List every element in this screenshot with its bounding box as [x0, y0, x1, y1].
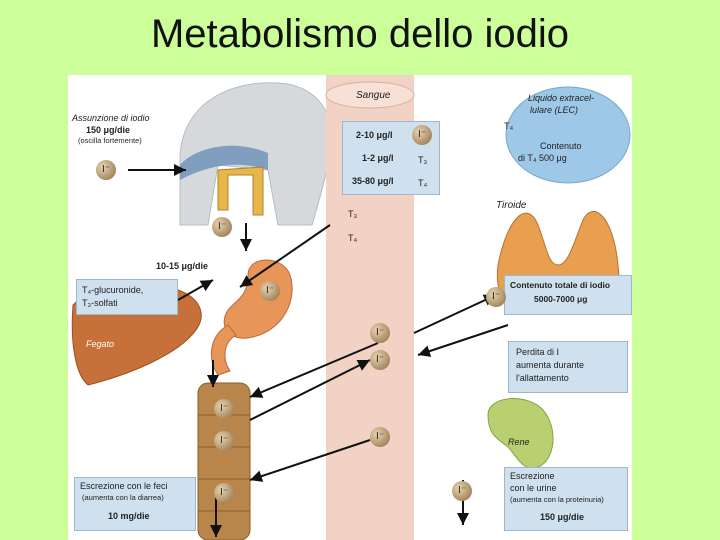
lec-content-line1: Contenuto	[540, 141, 582, 151]
slide-title: Metabolismo dello iodio	[150, 12, 569, 56]
liver-metabolite-line2: T₃-solfati	[82, 298, 118, 308]
blood-vessel-top	[325, 81, 415, 109]
lactation-line3: l'allattamento	[516, 373, 569, 383]
blood-i-concentration: 2-10 μg/l	[356, 130, 393, 140]
iodide-ion-intestine-2: I⁻	[214, 431, 234, 451]
iodide-ion-throat: I⁻	[212, 217, 232, 237]
intake-note: (oscilla fortemente)	[78, 136, 142, 145]
intestine	[197, 382, 251, 540]
blood-t3-concentration: 1-2 μg/l	[362, 153, 394, 163]
feces-line1: Escrezione con le feci	[80, 481, 168, 491]
intake-title: Assunzione di iodio	[72, 113, 150, 123]
thyroid-label: Tiroide	[496, 200, 527, 211]
liver-metabolites-box	[76, 279, 178, 315]
iodide-ion-intestine-3: I⁻	[214, 483, 234, 503]
t4-symbol-vessel: T₄	[348, 233, 358, 243]
iodide-ion-thyroid: I⁻	[486, 287, 506, 307]
t4-symbol-lec: T₄	[504, 121, 514, 131]
urine-line4: 150 μg/die	[540, 512, 585, 522]
lec-oval	[505, 86, 631, 184]
thyroid-content-line1: Contenuto totale di iodio	[510, 280, 611, 290]
liver-metabolite-line1: T₄-glucuronide,	[82, 285, 144, 295]
iodide-ion-intestine-1: I⁻	[214, 399, 234, 419]
iodide-ion-vessel-2: I⁻	[370, 350, 390, 370]
feces-line2: (aumenta con la diarrea)	[82, 493, 164, 502]
lactation-line1: Perdita di I	[516, 347, 560, 357]
liver-label: Fegato	[86, 339, 115, 349]
iodide-ion-vessel-1: I⁻	[370, 323, 390, 343]
iodine-metabolism-figure: Assunzione di iodio 150 μg/die (oscilla …	[68, 75, 632, 540]
feces-excretion-box	[74, 477, 196, 531]
stomach	[223, 259, 293, 339]
lec-content-line2: di T₄ 500 μg	[518, 153, 567, 163]
urine-line3: (aumenta con la proteinuria)	[510, 495, 604, 504]
kidney-label: Rene	[508, 437, 530, 447]
flow-arrows	[128, 164, 509, 537]
lactation-box	[508, 341, 628, 393]
urine-line2: con le urine	[510, 483, 557, 493]
iodide-ion-urine: I⁻	[452, 481, 472, 501]
duodenum	[210, 324, 237, 376]
feces-line3: 10 mg/die	[108, 511, 150, 521]
intake-value: 150 μg/die	[86, 125, 131, 135]
iodide-ion-stomach: I⁻	[260, 281, 280, 301]
kidney	[487, 398, 554, 469]
t4-symbol-blood: T₄	[418, 178, 428, 188]
blood-label: Sangue	[356, 90, 391, 101]
iodide-ion-vessel-3: I⁻	[370, 427, 390, 447]
urine-line1: Escrezione	[510, 471, 555, 481]
lec-title-line2: lulare (LEC)	[530, 105, 579, 115]
t3-symbol-vessel: T₃	[348, 209, 358, 219]
thyroid-content-line2: 5000-7000 μg	[534, 294, 588, 304]
nasal-passage	[180, 145, 268, 180]
throat-tube	[217, 166, 264, 216]
blood-t4-concentration: 35-80 μg/l	[352, 176, 394, 186]
thyroid-content-box	[504, 275, 632, 315]
iodide-ion-intake: I⁻	[96, 160, 116, 180]
lactation-line2: aumenta durante	[516, 360, 585, 370]
iodide-ion-blood: I⁻	[412, 125, 432, 145]
lec-title-line1: Liquido extracel-	[528, 93, 595, 103]
gut-intake-rate: 10-15 μg/die	[156, 261, 209, 271]
urine-excretion-box	[504, 467, 628, 531]
t3-symbol-blood: T₃	[418, 155, 428, 165]
